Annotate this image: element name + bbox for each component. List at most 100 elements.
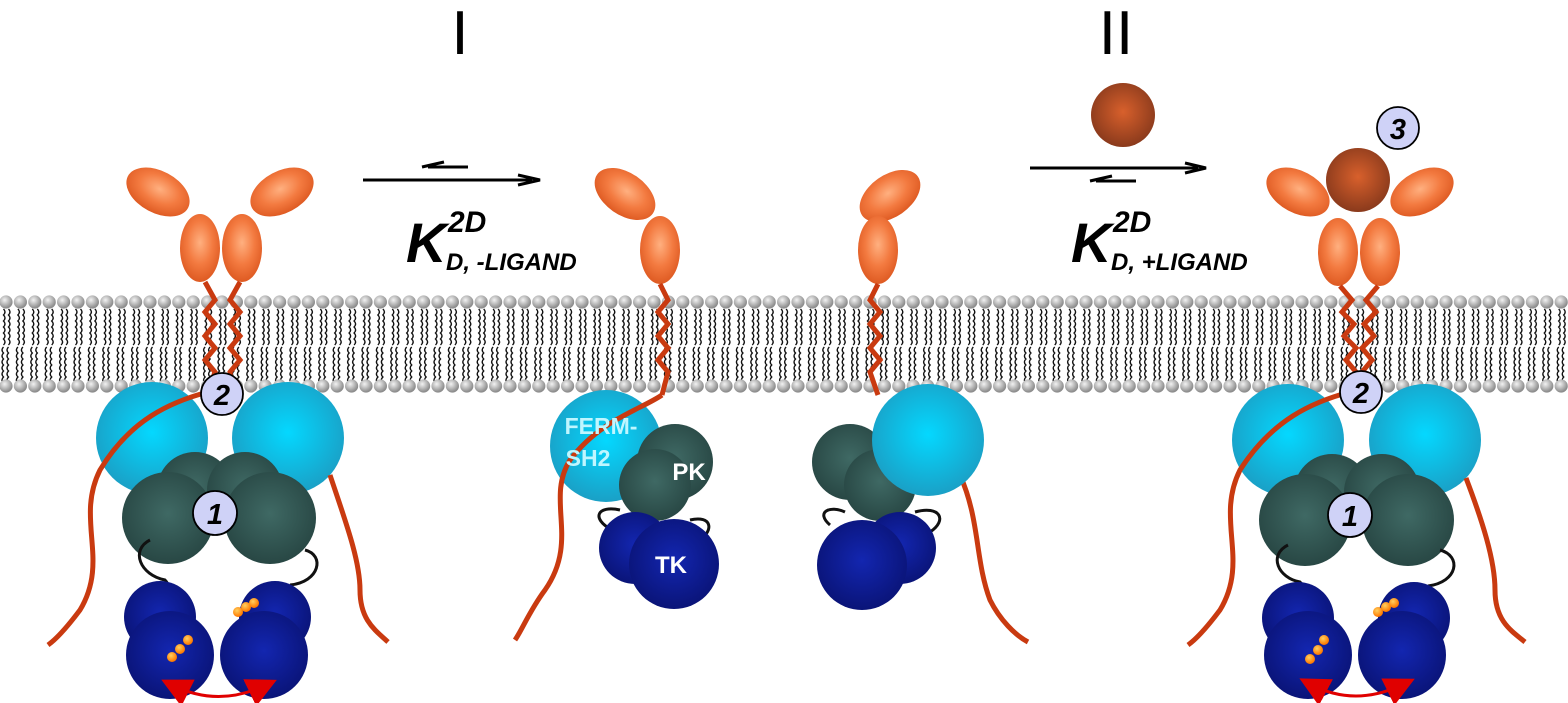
lipid-head	[1065, 379, 1079, 393]
lipid-head	[301, 295, 315, 309]
lipid-head	[431, 379, 445, 393]
lipid-head	[345, 295, 359, 309]
receptor-d1-domain	[859, 169, 921, 223]
lipid-head	[1194, 295, 1208, 309]
lipid-head	[733, 379, 748, 393]
lipid-head	[1151, 379, 1165, 393]
lipid-head	[345, 379, 359, 393]
lipid-head	[805, 379, 820, 393]
equilibrium-arrows-left	[363, 160, 541, 187]
svg-text:2: 2	[1352, 378, 1369, 410]
linker	[822, 507, 846, 527]
lipid-head	[1079, 295, 1093, 309]
lipid-head	[805, 295, 820, 309]
lipid-head	[13, 379, 27, 393]
lipid-head	[546, 379, 560, 393]
lipid-head	[1540, 295, 1554, 309]
lipid-head	[1252, 295, 1266, 309]
svg-text:3: 3	[1390, 114, 1406, 146]
lipid-head	[791, 379, 805, 393]
lipid-head	[100, 295, 114, 309]
svg-text:2D: 2D	[1112, 206, 1151, 239]
svg-text:D, +LIGAND: D, +LIGAND	[1111, 249, 1248, 276]
pseudokinase-domain	[1362, 474, 1454, 566]
trans-phosphorylation-arrow	[161, 679, 277, 703]
svg-text:K: K	[406, 211, 450, 274]
lipid-head	[1468, 379, 1482, 393]
pseudokinase-domain	[122, 472, 214, 564]
lipid-head	[1295, 295, 1309, 309]
lipid-head	[1381, 379, 1395, 393]
lipid-head	[1165, 295, 1179, 309]
svg-text:1: 1	[207, 499, 223, 531]
lipid-head	[949, 295, 964, 309]
lipid-head	[906, 295, 920, 309]
state-two-title: II	[1099, 0, 1133, 68]
lipid-head	[748, 295, 762, 309]
pseudokinase-domain	[224, 472, 316, 564]
lipid-head	[0, 379, 13, 393]
ferm-label: FERM-	[565, 413, 638, 439]
lipid-head	[1137, 295, 1151, 309]
lipid-head	[1050, 295, 1064, 309]
marker-two-left	[200, 372, 244, 416]
lipid-head	[57, 295, 71, 309]
lipid-head	[172, 295, 186, 309]
lipid-head	[589, 295, 604, 309]
lipid-head	[186, 379, 200, 393]
lipid-head	[748, 379, 762, 393]
lipid-head	[373, 379, 387, 393]
lipid-head	[1050, 379, 1064, 393]
lipid-head	[1482, 379, 1496, 393]
sh2-label: SH2	[566, 445, 611, 471]
lipid-head	[1353, 295, 1367, 309]
kd-label-minus-ligand: K 2D D, -LIGAND	[406, 206, 577, 276]
lipid-head	[1180, 295, 1194, 309]
lipid-head	[762, 295, 776, 309]
state-one-title: I	[451, 0, 468, 68]
lipid-head	[604, 295, 618, 309]
lipid-head	[330, 295, 344, 309]
lipid-head	[532, 379, 546, 393]
lipid-head	[820, 379, 834, 393]
linker	[914, 508, 942, 534]
tyrosine-kinase-domain	[1358, 611, 1446, 699]
lipid-head	[417, 295, 431, 309]
lipid-head	[532, 295, 546, 309]
lipid-head	[1425, 295, 1439, 309]
lipid-head	[273, 295, 287, 309]
lipid-head	[517, 379, 532, 393]
lipid-head	[1511, 379, 1525, 393]
lipid-bilayer	[0, 295, 1568, 393]
lipid-head	[964, 295, 978, 309]
lipid-head	[1525, 379, 1539, 393]
receptor-cytoplasmic-tail	[1463, 477, 1527, 644]
lipid-head	[28, 379, 42, 393]
lipid-head	[777, 295, 791, 309]
lipid-head	[1093, 295, 1107, 309]
lipid-head	[1007, 379, 1021, 393]
lipid-head	[1209, 295, 1223, 309]
lipid-head	[1309, 379, 1323, 393]
transmembrane-helix	[654, 282, 672, 396]
lipid-head	[1511, 295, 1525, 309]
lipid-head	[388, 295, 402, 309]
lipid-head	[546, 295, 560, 309]
lipid-head	[1497, 379, 1511, 393]
lipid-head	[85, 295, 99, 309]
transmembrane-helix	[226, 280, 244, 393]
lipid-head	[1266, 295, 1280, 309]
lipid-head	[834, 379, 848, 393]
lipid-head	[316, 379, 330, 393]
marker-two-right	[1339, 370, 1383, 414]
receptor-d1-domain	[1390, 167, 1454, 217]
marker-one-right	[1327, 492, 1373, 538]
receptor-d1-domain	[250, 167, 314, 217]
lipid-head	[633, 295, 647, 309]
lipid-head	[1007, 295, 1021, 309]
lipid-head	[474, 295, 488, 309]
pseudokinase-domain	[619, 449, 691, 521]
lipid-head	[1093, 379, 1107, 393]
lipid-head	[978, 295, 992, 309]
lipid-head	[417, 379, 431, 393]
